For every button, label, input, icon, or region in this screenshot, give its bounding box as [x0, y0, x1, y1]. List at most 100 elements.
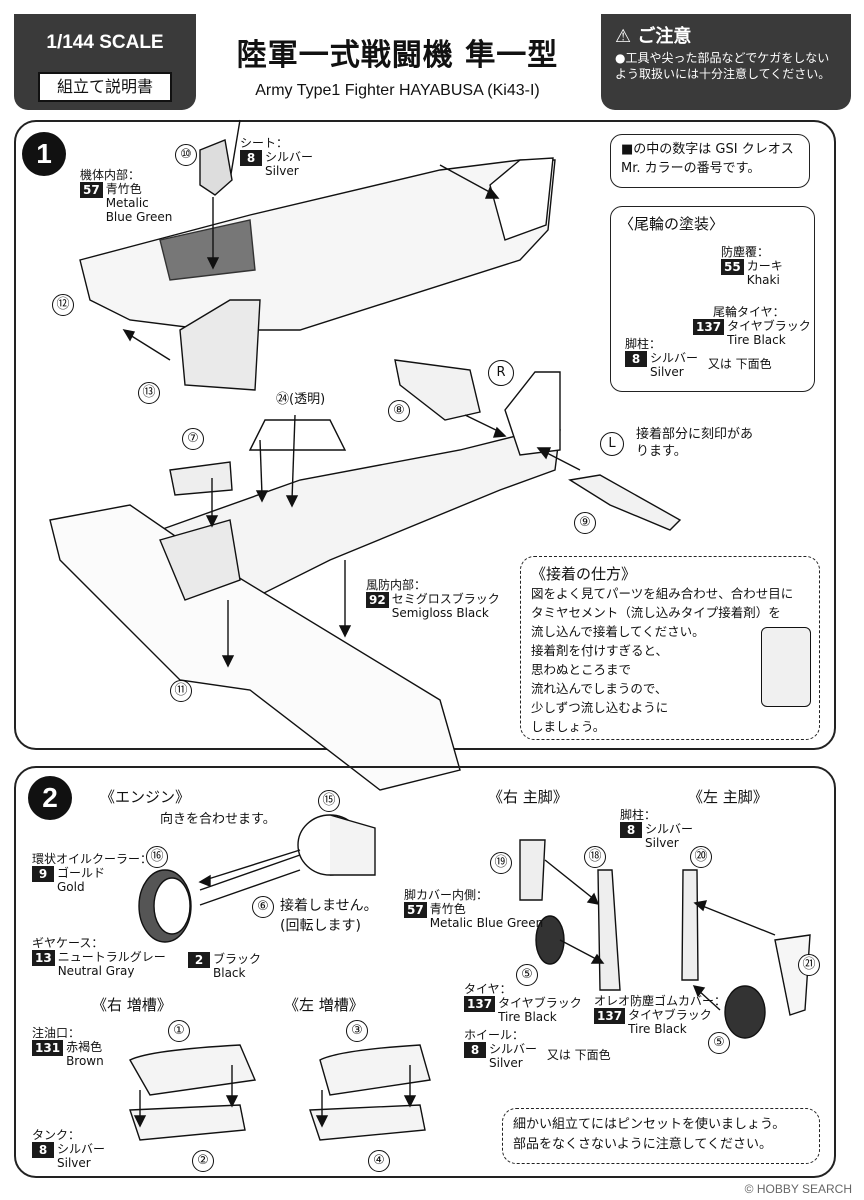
- gearcase-jp: ニュートラルグレー: [57, 950, 166, 964]
- gear-cover-en: Metalic Blue Green: [429, 916, 544, 930]
- oleo-code: 137: [594, 1008, 626, 1024]
- glue-box: 《接着の仕方》 図をよく見てパーツを組み合わせ、合わせ目にタミヤセメント（流し込…: [520, 556, 820, 740]
- oleo-jp: タイヤブラック: [628, 1008, 712, 1022]
- tailwheel-title: 〈尾輪の塗装〉: [619, 215, 725, 233]
- wheel-alt: 又は 下面色: [546, 1048, 611, 1062]
- gear-strut-label: 脚柱：: [620, 808, 657, 822]
- caution-box: ⚠ ご注意 ●工具や尖った部品などでケガをしないよう取扱いには十分注意してくださ…: [601, 14, 851, 110]
- tire-label: タイヤ：: [464, 982, 512, 996]
- part-1-label: ①: [168, 1020, 190, 1042]
- tank-code: 8: [32, 1142, 54, 1158]
- windshield-en: Semigloss Black: [391, 606, 489, 620]
- step1-number: 1: [22, 132, 66, 176]
- step2-panel: [14, 766, 836, 1178]
- oilcooler-code: 9: [32, 866, 54, 882]
- part-21-label: ㉑: [798, 954, 820, 976]
- part-15-label: ⑮: [318, 790, 340, 812]
- seat-color-jp: シルバー: [265, 150, 314, 164]
- cement-bottle-icon: [761, 627, 811, 707]
- gearcase-en: Neutral Gray: [57, 964, 135, 978]
- r-mark: R: [488, 360, 514, 386]
- part-11-label: ⑪: [170, 680, 192, 702]
- filler-en: Brown: [66, 1054, 104, 1068]
- tailwheel-cover-jp: カーキ: [746, 259, 783, 273]
- seat-color-code: 8: [240, 150, 262, 166]
- gear-strut-code: 8: [620, 822, 642, 838]
- engine-title: 《エンジン》: [100, 788, 191, 806]
- glue-text-line: 少しずつ流し込むように: [531, 700, 669, 715]
- gear-strut-jp: シルバー: [645, 822, 694, 836]
- part-5a-label: ⑤: [516, 964, 538, 986]
- glue-text-line: しましょう。: [531, 719, 606, 734]
- rotation-note: 接着しません。 (回転します): [280, 896, 378, 936]
- black-en: Black: [213, 966, 246, 980]
- gearcase-label: ギヤケース：: [32, 936, 104, 950]
- seat-color-en: Silver: [265, 164, 299, 178]
- scale-banner: 1/144 SCALE 組立て説明書: [14, 14, 196, 110]
- tank-label: タンク：: [32, 1128, 81, 1142]
- tailwheel-strut-code: 8: [625, 351, 647, 367]
- wheel-en: Silver: [489, 1056, 523, 1070]
- right-tank-title: 《右 増槽》: [92, 996, 172, 1014]
- part-3-label: ③: [346, 1020, 368, 1042]
- part-16-label: ⑯: [146, 846, 168, 868]
- caution-text: ●工具や尖った部品などでケガをしないよう取扱いには十分注意してください。: [615, 51, 831, 81]
- interior-color-en: Metalic Blue Green: [105, 196, 173, 224]
- tailwheel-tire-code: 137: [693, 319, 725, 335]
- part-24-label: ㉔: [276, 392, 290, 407]
- tweezers-note: 細かい組立てにはピンセットを使いましょう。 部品をなくさないように注意してくださ…: [502, 1108, 820, 1164]
- part-8-label: ⑧: [388, 400, 410, 422]
- glue-text-line: 流し込んで接着してください。: [531, 624, 705, 639]
- filler-jp: 赤褐色: [66, 1040, 103, 1054]
- glue-text: 図をよく見てパーツを組み合わせ、合わせ目にタミヤセメント（流し込みタイプ接着剤）…: [531, 584, 809, 736]
- part-10-label: ⑩: [175, 144, 197, 166]
- gear-cover-jp: 青竹色: [429, 902, 466, 916]
- glue-title: 《接着の仕方》: [531, 565, 637, 583]
- tank-en: Silver: [57, 1156, 91, 1170]
- tailwheel-tire-jp: タイヤブラック: [727, 319, 811, 333]
- gearcase-code: 13: [32, 950, 55, 966]
- windshield-code: 92: [366, 592, 389, 608]
- part-20-label: ⑳: [690, 846, 712, 868]
- part-6-label: ⑥: [252, 896, 274, 918]
- tailwheel-cover-en: Khaki: [746, 273, 780, 287]
- warning-icon: ⚠: [615, 26, 632, 47]
- interior-color-jp: 青竹色: [105, 182, 142, 196]
- right-gear-title: 《右 主脚》: [488, 788, 568, 806]
- part-5b-label: ⑤: [708, 1032, 730, 1054]
- oleo-label: オレオ防塵ゴムカバー：: [594, 994, 727, 1008]
- oilcooler-jp: ゴールド: [57, 866, 106, 880]
- glue-text-line: 図をよく見てパーツを組み合わせ、合わせ目に: [531, 586, 794, 601]
- manual-label: 組立て説明書: [38, 72, 172, 102]
- wheel-jp: シルバー: [489, 1042, 538, 1056]
- tailwheel-strut-label: 脚柱：: [625, 337, 662, 351]
- windshield-jp: セミグロスブラック: [391, 592, 500, 606]
- part-4-label: ④: [368, 1150, 390, 1172]
- glue-text-line: 接着剤を付けすぎると、: [531, 643, 669, 658]
- watermark: © HOBBY SEARCH: [744, 1182, 852, 1196]
- black-jp: ブラック: [213, 952, 262, 966]
- interior-color-code: 57: [80, 182, 103, 198]
- tailwheel-strut-jp: シルバー: [650, 351, 699, 365]
- oilcooler-en: Gold: [57, 880, 85, 894]
- black-code: 2: [188, 952, 210, 968]
- oleo-en: Tire Black: [628, 1022, 687, 1036]
- tailwheel-tire-en: Tire Black: [727, 333, 786, 347]
- no-glue-text: 接着しません。: [280, 898, 378, 914]
- canopy-clear-note: (透明): [289, 392, 326, 407]
- step2-number: 2: [28, 776, 72, 820]
- tailwheel-cover-code: 55: [721, 259, 744, 275]
